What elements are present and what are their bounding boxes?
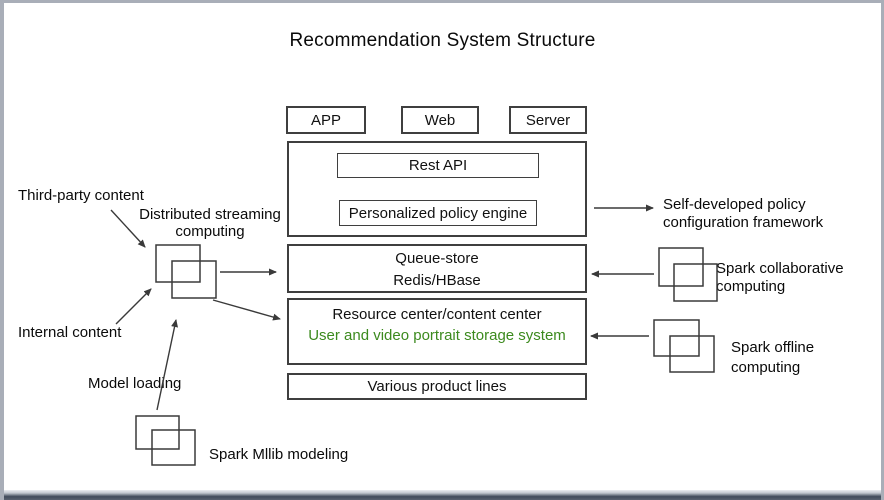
rest-api-label: Rest API (408, 157, 468, 174)
arrow-mllib-to-streaming (156, 319, 178, 411)
server-label: Server (525, 111, 571, 129)
diagram-title: Recommendation System Structure (289, 30, 596, 51)
policy-engine-box: Personalized policy engine (339, 200, 537, 226)
distributed-streaming-line2: computing (175, 223, 245, 240)
distributed-streaming-label: Distributed streaming computing (126, 206, 294, 240)
arrow-internal-to-streaming (115, 288, 152, 325)
internal-content-label: Internal content (18, 324, 122, 341)
spark-offline-line1: Spark offline (731, 339, 815, 356)
spark-mllib-label: Spark Mllib modeling (209, 446, 349, 463)
slide-bottom-border (4, 490, 881, 500)
arrow-streaming-to-resource (212, 299, 281, 321)
mllib-cluster-icon (135, 415, 196, 466)
spark-collaborative-label: Spark collaborative computing (716, 260, 844, 296)
distributed-streaming-line1: Distributed streaming (139, 206, 281, 223)
model-loading-label: Model loading (88, 375, 182, 392)
policy-engine-label: Personalized policy engine (348, 204, 528, 222)
third-party-content-label: Third-party content (18, 187, 144, 204)
app-box: APP (286, 106, 366, 134)
spark-offline-label: Spark offline computing (731, 338, 814, 378)
policy-framework-line2: configuration framework (663, 214, 824, 231)
collaborative-cluster-icon (658, 247, 718, 302)
queue-store-box: Queue-store Redis/HBase (287, 244, 587, 293)
web-box: Web (401, 106, 479, 134)
streaming-cluster-icon (155, 244, 217, 299)
product-lines-box: Various product lines (287, 373, 587, 400)
app-label: APP (310, 111, 341, 129)
policy-framework-line1: Self-developed policy (663, 196, 806, 213)
product-lines-label: Various product lines (367, 378, 507, 395)
spark-collaborative-line2: computing (716, 278, 786, 295)
offline-cluster-icon (653, 319, 715, 373)
rest-api-box: Rest API (337, 153, 539, 178)
server-box: Server (509, 106, 587, 134)
spark-offline-line2: computing (731, 359, 801, 376)
portrait-storage-line: User and video portrait storage system (308, 327, 566, 344)
policy-framework-label: Self-developed policy configuration fram… (663, 196, 823, 232)
resource-center-line1: Resource center/content center (332, 306, 542, 323)
spark-collaborative-line1: Spark collaborative (716, 260, 844, 277)
queue-store-line1: Queue-store (395, 250, 479, 267)
web-label: Web (424, 111, 456, 129)
resource-center-box: Resource center/content center User and … (287, 298, 587, 365)
queue-store-line2: Redis/HBase (393, 272, 481, 289)
